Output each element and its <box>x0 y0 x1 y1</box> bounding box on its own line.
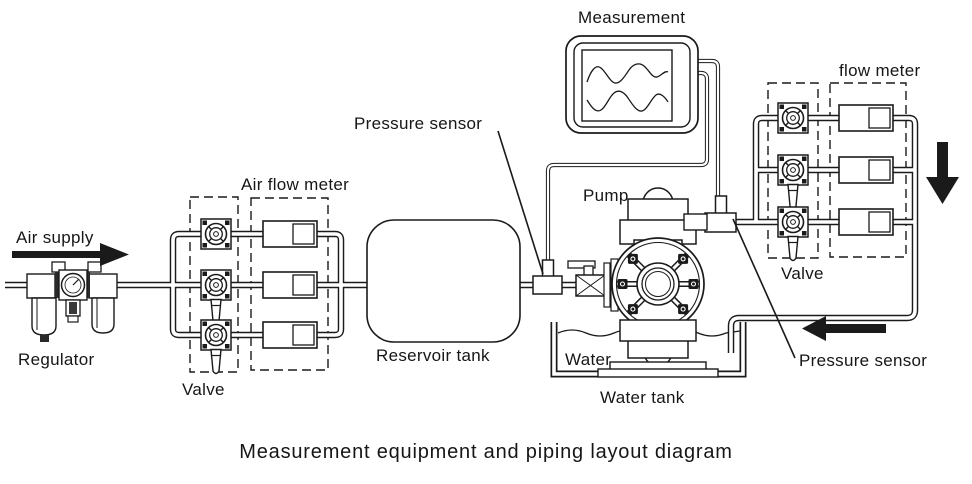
leader-lines <box>497 130 796 359</box>
label-pump: Pump <box>583 186 629 205</box>
leader-pressure-sensor-reservoir <box>497 130 544 275</box>
waveform-2 <box>586 90 669 112</box>
diagram-caption: Measurement equipment and piping layout … <box>239 441 733 463</box>
pressure-sensor-fitting-reservoir <box>532 259 563 295</box>
air-supply-arrow <box>12 243 129 266</box>
label-water: Water <box>565 350 612 369</box>
label-reservoir-tank: Reservoir tank <box>376 346 490 365</box>
label-air-flow-meter: Air flow meter <box>241 175 350 194</box>
flow-arrow-left <box>802 316 886 341</box>
flow-meter-bank-water <box>838 104 894 236</box>
label-valve-air: Valve <box>182 380 225 399</box>
valve-bank-air <box>200 218 232 375</box>
pressure-sensor-fitting-pump <box>704 195 737 233</box>
measurement-monitor <box>565 35 699 134</box>
leader-pressure-sensor-pump <box>732 218 796 359</box>
waveform-1 <box>586 63 669 84</box>
label-pressure-sensor-reservoir: Pressure sensor <box>354 114 483 133</box>
diaphragm-pump <box>597 187 719 378</box>
label-regulator: Regulator <box>18 350 95 369</box>
pump-discharge-port <box>683 213 708 231</box>
air-flow-meter-bank <box>262 220 318 349</box>
label-measurement: Measurement <box>578 8 686 27</box>
flow-arrow-down <box>926 142 959 204</box>
reservoir-tank-shape <box>366 219 521 343</box>
label-water-tank: Water tank <box>600 388 685 407</box>
signal-cables <box>545 58 721 261</box>
label-pressure-sensor-pump: Pressure sensor <box>799 351 928 370</box>
label-flow-meter: flow meter <box>839 61 921 80</box>
valve-bank-water <box>777 102 809 262</box>
label-air-supply: Air supply <box>16 228 94 247</box>
monitor-screen <box>581 49 673 122</box>
regulator-unit <box>26 261 118 342</box>
flow-arrows <box>12 142 959 341</box>
label-valve-water: Valve <box>781 264 824 283</box>
